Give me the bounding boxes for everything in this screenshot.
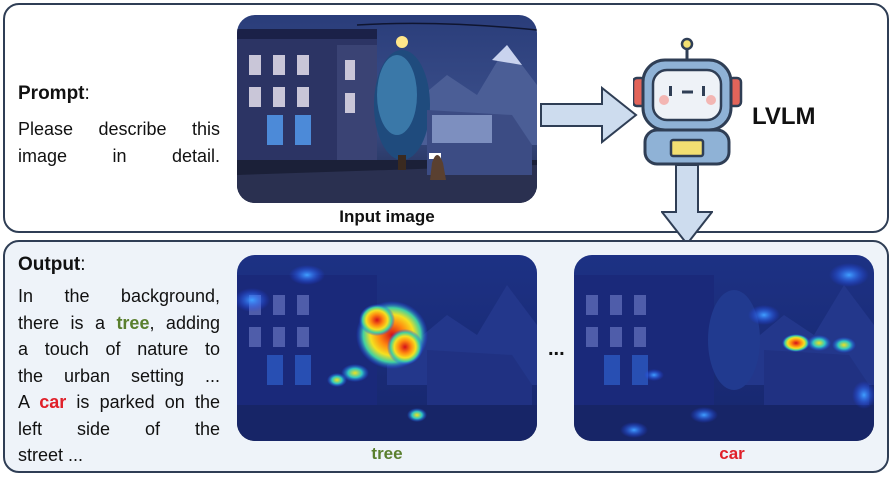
- heatmap-car-caption: car: [719, 444, 745, 463]
- keyword-car: car: [39, 392, 67, 412]
- output-line: A car is parked on the: [18, 392, 220, 412]
- output-text: In the background, there is a tree, addi…: [18, 283, 220, 469]
- output-line: a touch of nature to: [18, 339, 220, 359]
- heatmap-car-image: [574, 255, 874, 441]
- keyword-tree: tree: [116, 312, 150, 333]
- prompt-label: Prompt:: [18, 83, 90, 104]
- robot-icon: [633, 37, 743, 166]
- output-line: In the background,: [18, 286, 220, 306]
- model-name: LVLM: [752, 103, 816, 130]
- arrow-down-icon: [661, 164, 713, 246]
- heatmap-tree-caption: tree: [371, 444, 403, 463]
- prompt-text: Please describe this image in detail.: [18, 119, 220, 166]
- input-image-caption: Input image: [339, 207, 435, 226]
- heatmap-tree-image: [237, 255, 537, 441]
- output-label: Output:: [18, 254, 86, 275]
- ellipsis: ...: [548, 338, 565, 360]
- output-line: street ...: [18, 445, 84, 465]
- arrow-right-icon: [540, 85, 638, 145]
- output-line: there is a tree, adding: [18, 312, 220, 333]
- input-image: [237, 15, 537, 203]
- output-line: the urban setting ...: [18, 365, 220, 386]
- output-line: left side of the: [18, 418, 220, 439]
